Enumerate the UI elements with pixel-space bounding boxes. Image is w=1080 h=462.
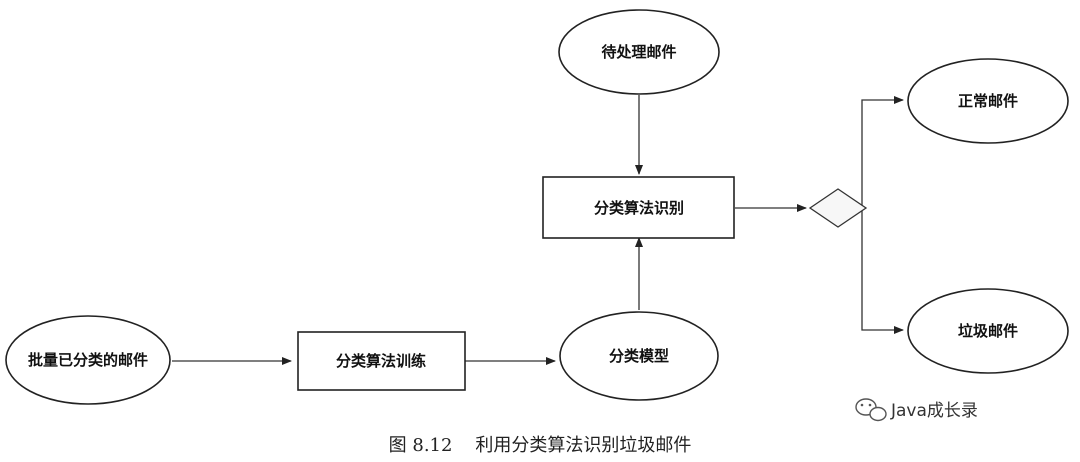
node-classify-train-label: 分类算法训练 xyxy=(336,352,426,370)
node-normal-mail: 正常邮件 xyxy=(907,58,1069,144)
edge-decision-to-spam xyxy=(861,208,904,334)
node-batch-labeled-mail: 批量已分类的邮件 xyxy=(5,315,171,405)
wechat-icon xyxy=(855,398,887,422)
watermark: Java成长录 xyxy=(855,398,978,422)
node-classify-model-label: 分类模型 xyxy=(609,347,669,365)
decision-diamond xyxy=(808,188,868,228)
edge-decision-to-normal xyxy=(861,96,904,208)
node-classify-recognize: 分类算法识别 xyxy=(542,176,735,239)
node-classify-recognize-label: 分类算法识别 xyxy=(594,199,684,217)
node-spam-mail: 垃圾邮件 xyxy=(907,288,1069,374)
node-classify-train: 分类算法训练 xyxy=(297,331,466,391)
node-pending-mail-label: 待处理邮件 xyxy=(601,43,676,61)
edges xyxy=(172,95,904,365)
node-batch-labeled-mail-label: 批量已分类的邮件 xyxy=(28,351,148,369)
node-normal-mail-label: 正常邮件 xyxy=(958,92,1018,110)
node-classify-model: 分类模型 xyxy=(559,311,719,401)
node-pending-mail: 待处理邮件 xyxy=(558,9,720,95)
node-spam-mail-label: 垃圾邮件 xyxy=(958,322,1018,340)
watermark-text: Java成长录 xyxy=(890,401,978,421)
figure-caption: 图 8.12 利用分类算法识别垃圾邮件 xyxy=(389,435,692,456)
